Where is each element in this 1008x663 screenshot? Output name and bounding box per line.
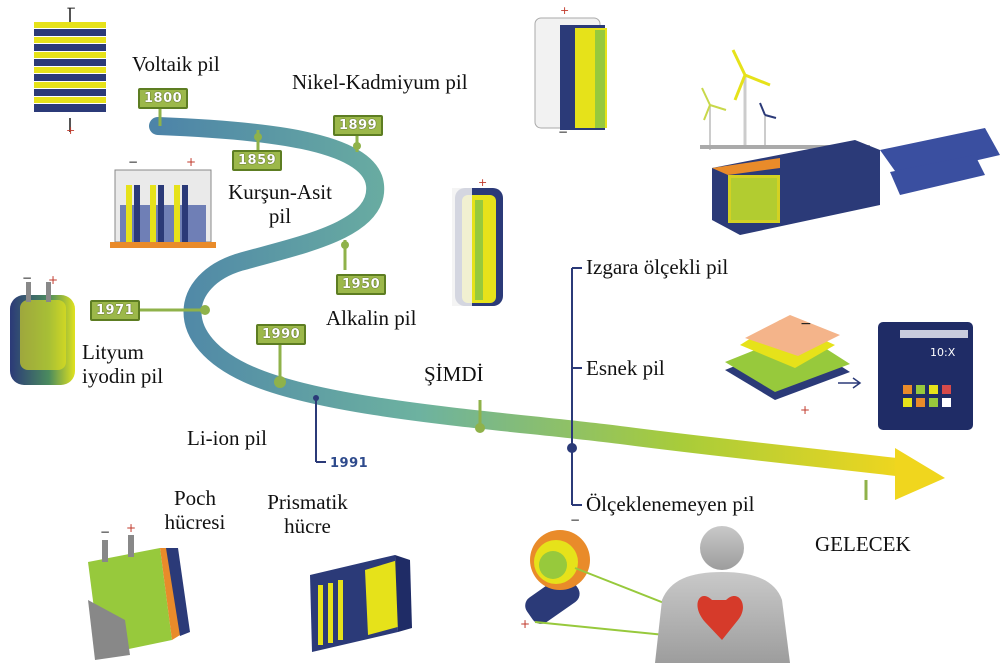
prismatic-cell-illustration [310,555,412,652]
timeline-arrowhead [895,448,945,500]
label-future: GELECEK [815,532,911,556]
label-lithium-iodine: Lityum iyodin pil [82,340,163,388]
flexible-device-illustration [878,322,973,430]
svg-text:−: − [558,125,568,139]
label-lithium-iodine-line2: iyodin pil [82,364,164,389]
timeline-curve [149,117,945,500]
future-branch-bracket [571,267,582,506]
svg-text:+: + [126,521,136,535]
label-lead-acid: Kurşun-Asit pil [220,180,340,228]
year-badge-1990: 1990 [256,324,307,345]
svg-text:−: − [66,1,76,15]
svg-text:+: + [560,4,569,17]
label-grid-scale: Izgara ölçekli pil [586,255,729,279]
svg-text:+: + [48,273,58,287]
label-prismatic-cell: Prismatik hücre [255,490,360,538]
svg-text:+: + [800,403,810,417]
year-badge-1859: 1859 [232,150,283,171]
svg-text:−: − [128,155,138,169]
label-non-scalable: Ölçeklenemeyen pil [586,492,755,516]
label-pouch-line1: Poch [174,486,216,510]
label-pouch-cell: Poch hücresi [150,486,240,534]
year-badge-1950: 1950 [336,274,387,295]
svg-text:+: + [520,617,530,631]
grid-scale-illustration [700,49,1000,235]
human-torso-illustration [655,526,790,663]
label-alkaline: Alkalin pil [326,306,417,330]
pouch-cell-illustration: − + [88,521,190,660]
year-badge-1899: 1899 [333,115,384,136]
svg-text:+: + [478,176,487,189]
label-voltaic: Voltaik pil [132,52,220,76]
label-lead-acid-line1: Kurşun-Asit [228,180,332,204]
label-li-ion: Li-ion pil [187,426,267,450]
svg-text:+: + [186,155,196,169]
flexible-battery-illustration: − + [725,315,862,417]
label-prismatic-line1: Prismatik [267,490,348,514]
label-pouch-line2: hücresi [164,510,226,535]
svg-text:−: − [100,525,110,539]
voltaic-pile-illustration: − + [34,1,106,137]
year-badge-1800: 1800 [138,88,189,109]
svg-text:−: − [800,316,812,332]
lead-acid-illustration: − + [110,155,216,248]
alkaline-cylinder-illustration: + [452,176,503,306]
label-nickel-cadmium: Nikel-Kadmiyum pil [292,70,468,94]
label-lithium-iodine-line1: Lityum [82,340,144,364]
label-lead-acid-line2: pil [268,204,292,229]
device-screen-time: 10:X [930,346,956,359]
svg-text:−: − [570,513,580,527]
svg-text:−: − [22,271,32,285]
label-prismatic-line2: hücre [284,514,331,539]
svg-text:+: + [66,124,75,137]
label-now: ŞİMDİ [424,362,484,386]
year-badge-1991: 1991 [326,455,373,472]
label-flexible: Esnek pil [586,356,665,380]
implant-battery-illustration: − + [520,513,721,641]
nicd-cylinder-illustration: + − [534,4,607,139]
year-badge-1971: 1971 [90,300,141,321]
lithium-iodine-illustration: − + [10,271,75,385]
